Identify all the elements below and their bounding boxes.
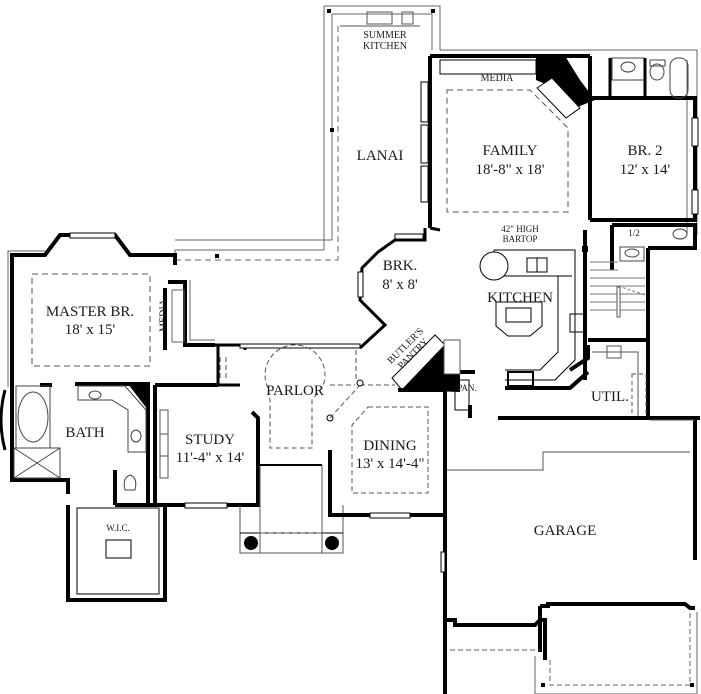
wic-name: W.I.C. — [106, 523, 130, 533]
outer-outline-top — [324, 5, 698, 235]
dining-name: DINING — [363, 438, 417, 454]
garage-name: GARAGE — [533, 523, 597, 539]
bath-name: BATH — [65, 425, 105, 441]
half-bath-label: 1/2 — [628, 228, 640, 238]
bartop-label-line2: BARTOP — [502, 233, 538, 244]
family-media-label: MEDIA — [480, 73, 514, 84]
br2-dimensions: 12' x 14' — [619, 162, 671, 178]
master-dimensions: 18' x 15' — [64, 322, 116, 338]
study-name: STUDY — [184, 432, 235, 448]
family-room-name: FAMILY — [482, 143, 538, 159]
breakfast-dimensions: 8' x 8' — [382, 277, 418, 293]
family-room-dimensions: 18'-8" x 18' — [475, 162, 545, 178]
summer-kitchen-name: SUMMER — [363, 30, 407, 41]
lanai-outline-left — [174, 6, 325, 258]
master-media-label: MEDIA — [158, 299, 170, 332]
summer-kitchen-name2: KITCHEN — [363, 41, 407, 52]
bartop-label-line1: 42" HIGH — [501, 224, 539, 234]
study-dimensions: 11'-4" x 14' — [175, 450, 245, 466]
br2-name: BR. 2 — [627, 143, 663, 159]
kitchen-name: KITCHEN — [487, 290, 553, 306]
parlor-name: PARLOR — [266, 383, 324, 399]
lanai-label: LANAI — [356, 148, 404, 164]
pantry-name: PAN. — [457, 383, 477, 393]
dining-dimensions: 13' x 14'-4" — [355, 456, 425, 472]
breakfast-name: BRK. — [382, 258, 418, 274]
utility-name: UTIL. — [591, 389, 629, 405]
master-name: MASTER BR. — [45, 304, 135, 320]
